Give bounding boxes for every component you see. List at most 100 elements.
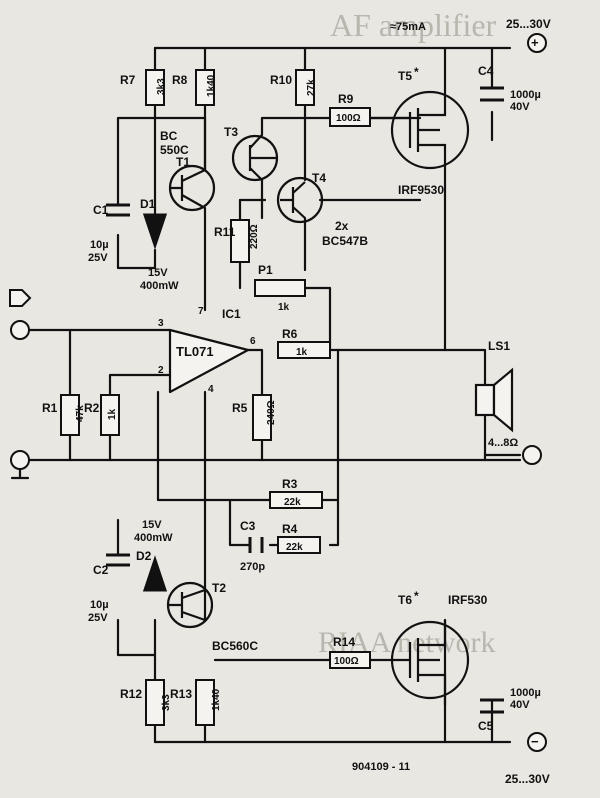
- resistors: [60, 69, 371, 726]
- label-t6: T6: [398, 593, 412, 607]
- star-t5: *: [414, 65, 419, 79]
- type-t1-1: BC: [160, 129, 178, 143]
- resistor-r1: [60, 394, 80, 436]
- label-c5: C5: [478, 719, 494, 733]
- capacitors-and-diodes: [106, 86, 504, 714]
- terminal-input: [10, 320, 30, 340]
- value-r4: 22k: [286, 542, 303, 553]
- capacitor-c5: [480, 698, 504, 714]
- star-t6: *: [414, 589, 419, 603]
- capacitor-c3: [248, 537, 264, 553]
- pin7-ic1: 7: [198, 306, 204, 317]
- transistors: [166, 90, 470, 705]
- value-r1: 47k: [75, 405, 86, 422]
- terminals: [9, 33, 547, 752]
- terminal-output-ground: [522, 445, 542, 465]
- terminal-positive: [527, 33, 547, 53]
- minus-symbol: −: [531, 734, 539, 749]
- label-r9: R9: [338, 92, 354, 106]
- pin3-ic1: 3: [158, 318, 164, 329]
- type-ic1: TL071: [176, 344, 214, 359]
- value-r8: 1k40: [206, 74, 217, 97]
- pin4-ic1: 4: [208, 384, 214, 395]
- capacitor-c4: [480, 86, 504, 102]
- terminal-ground: [10, 450, 30, 470]
- label-t4: T4: [312, 171, 326, 185]
- label-d1: D1: [140, 197, 156, 211]
- value-r6: 1k: [296, 347, 308, 358]
- capacitor-c1: [106, 203, 130, 217]
- value-r13: 1k40: [211, 688, 222, 711]
- type-t3t4: BC547B: [322, 234, 368, 248]
- zener-d1: [142, 213, 168, 250]
- value-r3: 22k: [284, 497, 301, 508]
- resistor-r4: [277, 536, 321, 554]
- label-r6: R6: [282, 327, 298, 341]
- value-r12: 3k3: [161, 694, 172, 711]
- value-c3: 270p: [240, 561, 265, 573]
- resistor-r9: [329, 107, 371, 127]
- label-ls1: LS1: [488, 339, 510, 353]
- value-c5-1: 1000µ: [510, 687, 541, 699]
- value-c5-2: 40V: [510, 699, 530, 711]
- value-d2-1: 15V: [142, 519, 162, 531]
- potentiometer-p1: [254, 279, 306, 297]
- value-r2: 1k: [107, 408, 118, 420]
- label-t2: T2: [212, 581, 226, 595]
- label-c2: C2: [93, 563, 109, 577]
- label-c4: C4: [478, 64, 494, 78]
- mosfet-t5: [390, 90, 470, 170]
- label-t3: T3: [224, 125, 238, 139]
- transistor-t4: [276, 176, 324, 224]
- supply-current-label: ≈75mA: [390, 21, 426, 33]
- label-r4: R4: [282, 522, 298, 536]
- zener-d2: [142, 555, 168, 592]
- value-r14: 100Ω: [334, 656, 359, 667]
- value-ls1: 4...8Ω: [488, 437, 518, 449]
- label-r11: R11: [214, 225, 236, 239]
- speaker-ls1: [474, 367, 514, 433]
- value-r10: 27k: [306, 79, 317, 96]
- label-d2: D2: [136, 549, 152, 563]
- label-c1: C1: [93, 203, 109, 217]
- resistor-r3: [269, 491, 323, 509]
- label-r12: R12: [120, 687, 142, 701]
- value-c4-1: 1000µ: [510, 89, 541, 101]
- input-arrow-icon: [9, 289, 32, 307]
- label-r10: R10: [270, 73, 292, 87]
- resistor-r11: [230, 219, 250, 263]
- value-c2-1: 10µ: [90, 599, 109, 611]
- label-r7: R7: [120, 73, 136, 87]
- type-t6: IRF530: [448, 593, 488, 607]
- resistor-r12: [145, 679, 165, 726]
- value-r9: 100Ω: [336, 113, 361, 124]
- resistor-r14: [329, 651, 371, 669]
- pin6-ic1: 6: [250, 336, 256, 347]
- type-t5: IRF9530: [398, 183, 444, 197]
- label-p1: P1: [258, 263, 273, 277]
- resistor-r8: [195, 69, 215, 106]
- background-heading-top: AF amplifier: [330, 7, 497, 43]
- label-r1: R1: [42, 401, 58, 415]
- label-r5: R5: [232, 401, 248, 415]
- value-d1-2: 400mW: [140, 280, 179, 292]
- figure-number: 904109 - 11: [352, 761, 410, 773]
- value-r7: 3k3: [156, 78, 167, 95]
- type-t1-2: 550C: [160, 143, 189, 157]
- capacitor-c2: [106, 553, 130, 567]
- label-r2: R2: [84, 401, 100, 415]
- resistor-r10: [295, 69, 315, 106]
- value-p1: 1k: [278, 302, 290, 313]
- value-c4-2: 40V: [510, 101, 530, 113]
- label-r3: R3: [282, 477, 298, 491]
- label-r14: R14: [333, 635, 355, 649]
- resistor-r7: [145, 69, 165, 106]
- pin2-ic1: 2: [158, 365, 164, 376]
- label-r8: R8: [172, 73, 188, 87]
- count-t3t4: 2x: [335, 219, 349, 233]
- value-c1-2: 25V: [88, 252, 108, 264]
- value-r5: 240Ω: [266, 400, 277, 425]
- value-r11: 220Ω: [249, 224, 260, 249]
